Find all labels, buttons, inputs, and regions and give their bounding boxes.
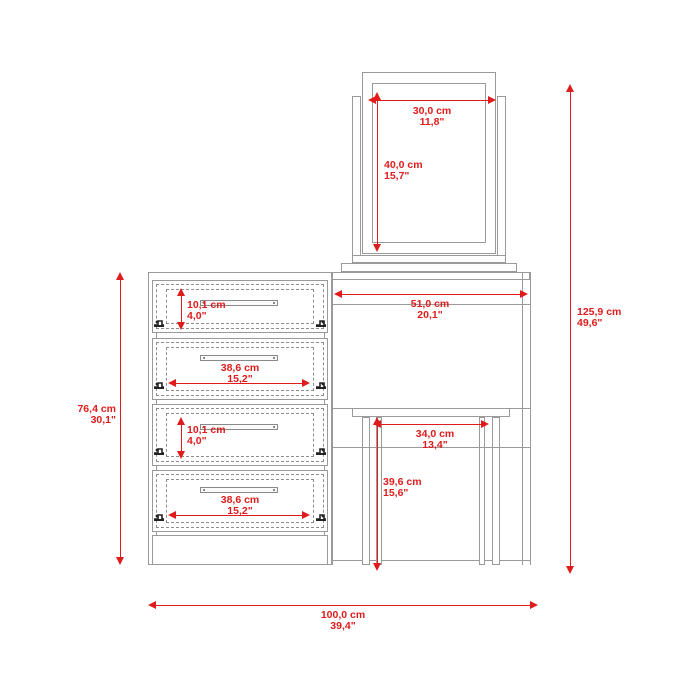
dimension-mirror-height-in: 15,7" [384, 170, 410, 183]
dimension-cabinet-height-cm: 76,4 cm [77, 403, 116, 415]
drawer-4 [152, 470, 328, 532]
dimension-drawer-3-height-cm: 10,1 cm [187, 424, 226, 436]
dimension-drawer-2-width-cm: 38,6 cm [220, 362, 260, 374]
drawer-1-inner-outline [166, 289, 314, 324]
drawer-3-handle[interactable] [200, 424, 278, 430]
drawer-1-slide-right [316, 320, 326, 327]
dimension-total-width-in: 39,4" [330, 620, 356, 633]
dimension-mirror-height-cm: 40,0 cm [384, 159, 423, 171]
drawer-2-inner-outline [166, 347, 314, 391]
stool-leg-front-right [492, 417, 500, 565]
dimension-cabinet-height-in: 30,1" [90, 414, 116, 427]
dimension-stool-height-cm: 39,6 cm [383, 476, 422, 488]
drawer-3-slide-right [316, 448, 326, 455]
drawer-2-handle[interactable] [200, 355, 278, 361]
drawer-2-slide-left [154, 382, 164, 389]
desk-side-panel-right-inner [530, 272, 531, 565]
mirror-support-post-left [352, 96, 361, 261]
stool-leg-front-left [362, 417, 370, 565]
drawer-2 [152, 338, 328, 400]
apron-line-upper [332, 304, 530, 305]
drawer-4-slide-right [316, 514, 326, 521]
drawer-3-box-outline [156, 408, 324, 462]
cabinet-base-line [332, 560, 530, 561]
cabinet-plinth [152, 535, 328, 565]
dimension-drawer-4-width-in: 15,2" [227, 505, 253, 518]
dimension-drawer-4-width-cm: 38,6 cm [220, 494, 260, 506]
drawer-4-inner-outline [166, 479, 314, 523]
drawer-2-slide-right [316, 382, 326, 389]
dimension-drawer-1-height-cm: 10,1 cm [187, 299, 226, 311]
drawer-4-slide-left [154, 514, 164, 521]
mirror-support-post-right [497, 96, 506, 261]
dimension-mirror-width-cm: 30,0 cm [412, 105, 452, 117]
dimension-stool-width-in: 13,4" [422, 439, 448, 452]
mirror-panel [372, 83, 486, 243]
dimension-total-width-cm: 100,0 cm [320, 609, 366, 621]
dimension-drawer-2-width-in: 15,2" [227, 373, 253, 386]
stool-seat [352, 408, 510, 417]
dimension-drawer-1-height-in: 4,0" [187, 310, 207, 323]
drawer-4-handle[interactable] [200, 487, 278, 493]
drawer-3-slide-left [154, 448, 164, 455]
stool-leg-back-right [479, 417, 485, 565]
dimension-desk-top-width-cm: 51,0 cm [410, 298, 450, 310]
mirror-bottom-rail [352, 255, 506, 263]
cabinet-partition-right [332, 272, 333, 565]
dimension-mirror-width-in: 11,8" [419, 116, 445, 129]
drawer-1-handle[interactable] [200, 300, 278, 306]
dimension-total-height-in: 49,6" [577, 317, 603, 330]
drawer-3-inner-outline [166, 413, 314, 457]
dimension-stool-height-in: 15,6" [383, 487, 409, 500]
stool-stretcher [362, 447, 500, 448]
drawer-4-box-outline [156, 474, 324, 528]
drawer-1-slide-left [154, 320, 164, 327]
dimension-stool-width-cm: 34,0 cm [415, 428, 455, 440]
dimension-total-height-cm: 125,9 cm [577, 306, 622, 318]
mirror-base-plate [341, 263, 517, 272]
dimension-drawer-3-height-in: 4,0" [187, 435, 207, 448]
drawer-1-box-outline [156, 284, 324, 329]
drawer-2-box-outline [156, 342, 324, 396]
dimension-desk-top-width-in: 20,1" [417, 309, 443, 322]
desk-side-panel-right [522, 272, 523, 565]
